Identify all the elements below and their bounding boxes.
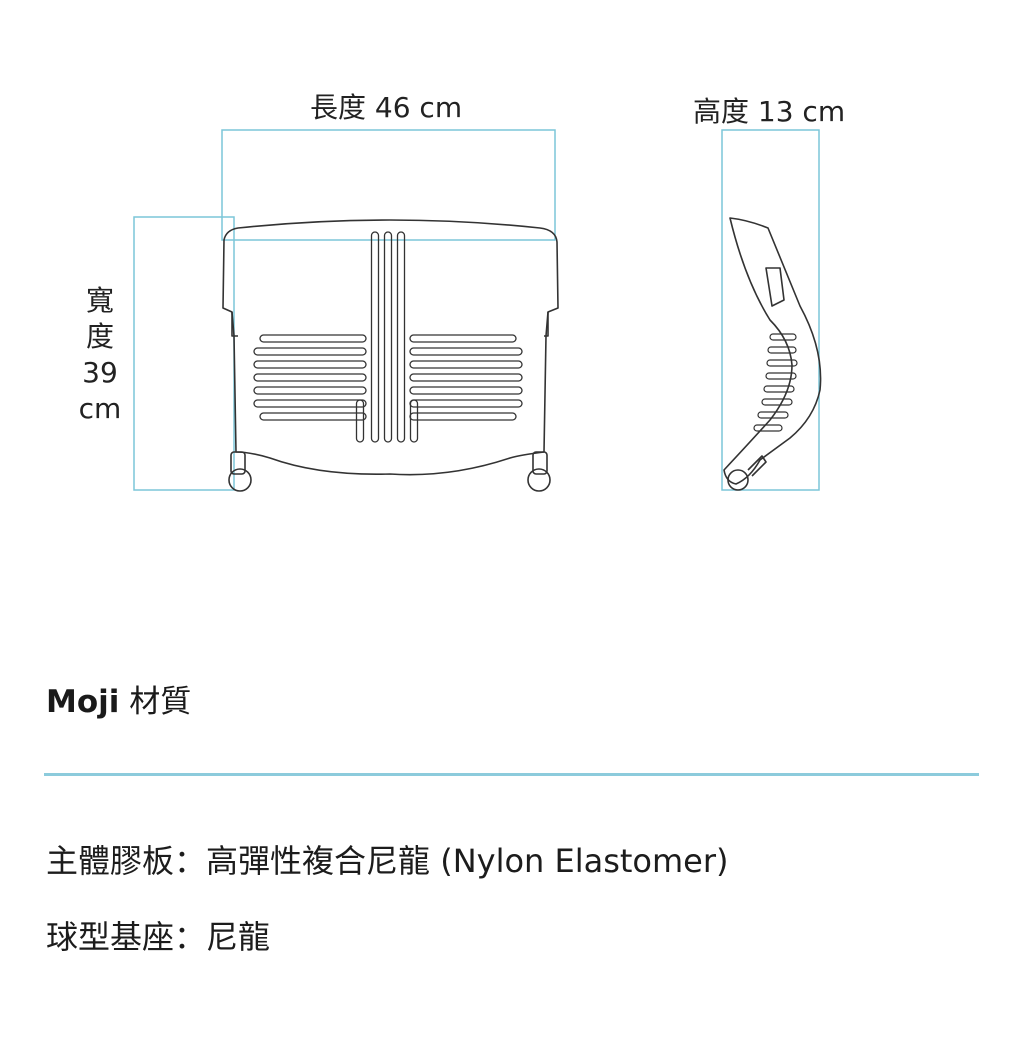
horizontal-slot	[409, 373, 523, 382]
horizontal-slot	[259, 334, 367, 343]
height-label: 高度 13 cm	[693, 95, 846, 128]
vertical-slot	[370, 231, 380, 443]
horizontal-slot	[253, 373, 367, 382]
spec-value: 高彈性複合尼龍 (Nylon Elastomer)	[206, 842, 729, 880]
horizontal-slot	[409, 334, 517, 343]
horizontal-slot	[253, 360, 367, 369]
side-slot	[761, 398, 793, 406]
side-slot	[765, 372, 797, 380]
front-view	[222, 219, 559, 492]
ventilation-slots	[253, 231, 523, 443]
vertical-slot	[383, 231, 393, 443]
width-dimension-box	[133, 216, 235, 491]
width-label-line: 39	[82, 356, 118, 389]
horizontal-slot	[253, 347, 367, 356]
side-slot	[757, 411, 789, 419]
width-label-line: cm	[78, 392, 122, 425]
side-slot	[763, 385, 795, 393]
brand-name: Moji	[46, 684, 120, 720]
horizontal-slot	[409, 412, 517, 421]
length-dimension-box	[221, 129, 556, 241]
horizontal-slot	[409, 399, 523, 408]
spec-label: 主體膠板	[46, 842, 175, 880]
section-heading: 材質	[129, 684, 192, 720]
horizontal-slot	[253, 399, 367, 408]
side-view	[723, 217, 822, 491]
horizontal-slot	[409, 360, 523, 369]
vertical-slot	[409, 399, 419, 443]
side-slot	[766, 359, 798, 367]
side-ventilation-slots	[753, 333, 798, 432]
side-slot	[769, 333, 797, 341]
spec-separator: ：	[174, 842, 207, 880]
length-label: 長度 46 cm	[310, 91, 463, 124]
spec-row-body-panel: 主體膠板：高彈性複合尼龍 (Nylon Elastomer)	[46, 836, 729, 882]
section-divider	[44, 773, 979, 776]
spec-separator: ：	[174, 918, 207, 956]
spec-row-ball-base: 球型基座：尼龍	[46, 912, 270, 958]
horizontal-slot	[253, 386, 367, 395]
side-slot	[753, 424, 783, 432]
product-dimension-diagram	[133, 129, 822, 492]
width-label: 寬 度 39 cm	[78, 283, 122, 427]
spec-value: 尼龍	[206, 918, 271, 956]
height-dimension-box	[721, 129, 820, 491]
horizontal-slot	[409, 386, 523, 395]
horizontal-slot	[259, 412, 367, 421]
vertical-slot	[396, 231, 406, 443]
material-section-title: Moji 材質	[46, 676, 191, 721]
side-slot	[767, 346, 797, 354]
width-label-line: 寬	[85, 284, 114, 317]
spec-label: 球型基座	[46, 918, 175, 956]
horizontal-slot	[409, 347, 523, 356]
vertical-slot	[355, 399, 365, 443]
width-label-line: 度	[85, 320, 114, 353]
